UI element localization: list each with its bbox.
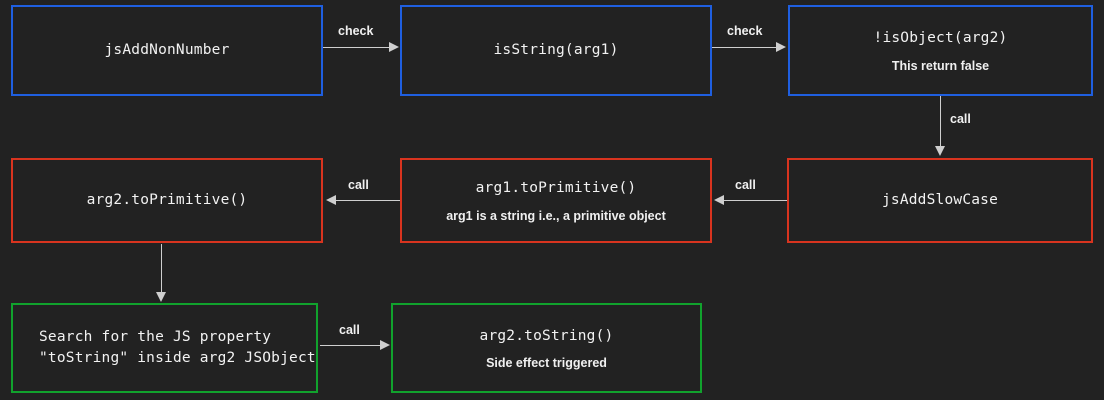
node-subtitle: Side effect triggered xyxy=(486,356,607,370)
edge-line xyxy=(336,200,400,201)
node-jsaddslowcase[interactable]: jsAddSlowCase xyxy=(787,158,1093,243)
edge-label: call xyxy=(348,178,369,192)
node-subtitle-text: This return xyxy=(891,58,961,73)
edge-label: check xyxy=(727,24,763,38)
node-isobject[interactable]: !isObject(arg2) This return false xyxy=(788,5,1093,96)
node-title: !isObject(arg2) xyxy=(873,30,1008,47)
arrowhead-right-icon xyxy=(389,42,399,52)
node-isstring[interactable]: isString(arg1) xyxy=(400,5,712,96)
node-jsaddnonnumber[interactable]: jsAddNonNumber xyxy=(11,5,323,96)
node-arg2toprimitive[interactable]: arg2.toPrimitive() xyxy=(11,158,323,243)
edge-label: call xyxy=(339,323,360,337)
node-searchproperty[interactable]: Search for the JS property "toString" in… xyxy=(11,303,318,393)
edge-line xyxy=(940,96,941,148)
node-title: jsAddSlowCase xyxy=(881,191,999,208)
edge-label: call xyxy=(735,178,756,192)
edge-label: call xyxy=(950,112,971,126)
node-title: Search for the JS property "toString" in… xyxy=(39,328,316,366)
node-arg1toprimitive[interactable]: arg1.toPrimitive() arg1 is a string i.e.… xyxy=(400,158,712,243)
edge-line xyxy=(320,345,382,346)
node-subtitle: arg1 is a string i.e., a primitive objec… xyxy=(446,208,666,223)
edge-label: check xyxy=(338,24,374,38)
arrowhead-left-icon xyxy=(714,195,724,205)
node-title: isString(arg1) xyxy=(493,41,619,58)
arrowhead-down-icon xyxy=(935,146,945,156)
edge-line xyxy=(724,200,787,201)
node-arg2tostring[interactable]: arg2.toString() Side effect triggered xyxy=(391,303,702,393)
arrowhead-left-icon xyxy=(326,195,336,205)
node-title: arg2.toString() xyxy=(479,327,614,344)
node-title: arg1.toPrimitive() xyxy=(475,180,637,197)
edge-line xyxy=(323,47,391,48)
arrowhead-right-icon xyxy=(776,42,786,52)
arrowhead-down-icon xyxy=(156,292,166,302)
node-title: jsAddNonNumber xyxy=(104,41,230,58)
edge-line xyxy=(161,244,162,294)
edge-line xyxy=(712,47,778,48)
node-title: arg2.toPrimitive() xyxy=(86,191,248,208)
node-subtitle-emphasis: false xyxy=(960,58,990,73)
arrowhead-right-icon xyxy=(380,340,390,350)
node-subtitle: This return false xyxy=(892,59,989,73)
